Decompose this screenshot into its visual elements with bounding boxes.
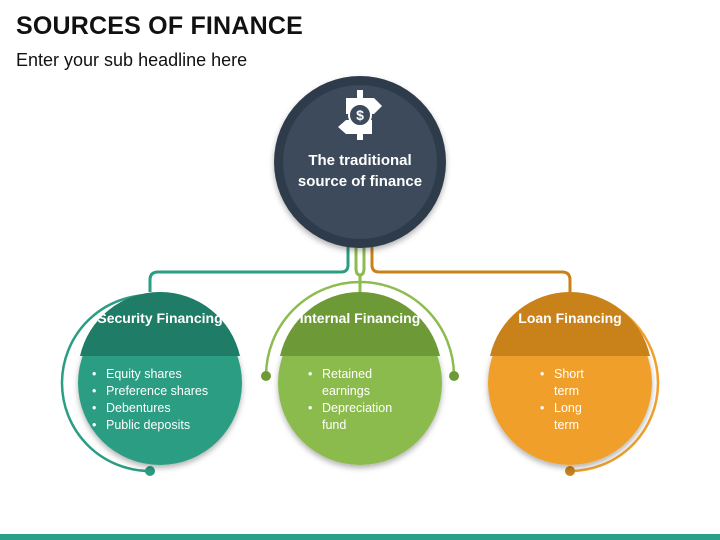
loan-header	[490, 291, 650, 356]
internal-header	[280, 292, 440, 356]
loan-list: Short term Long term	[540, 366, 588, 434]
security-title: Security Financing	[97, 310, 223, 326]
loan-arc-dot	[565, 466, 575, 476]
loan-title: Loan Financing	[518, 310, 622, 326]
list-item: Retained earnings	[308, 366, 408, 400]
list-item: Public deposits	[92, 417, 232, 434]
internal-arc-dot-left	[261, 371, 271, 381]
list-item: Preference shares	[92, 383, 232, 400]
svg-text:$: $	[356, 107, 364, 123]
connector-security	[148, 240, 350, 292]
center-circle	[283, 85, 437, 239]
internal-arc	[264, 280, 456, 377]
internal-list: Retained earnings Depreciation fund	[308, 366, 408, 434]
list-item: Debentures	[92, 400, 232, 417]
list-item: Depreciation fund	[308, 400, 408, 434]
internal-arc-dot-right	[449, 371, 459, 381]
security-header	[80, 292, 240, 356]
list-item: Short term	[540, 366, 588, 400]
security-arc	[60, 293, 151, 473]
list-item: Equity shares	[92, 366, 232, 383]
slide-subtitle: Enter your sub headline here	[16, 50, 248, 70]
security-arc-dot	[145, 466, 155, 476]
slide-title: SOURCES OF FINANCE	[16, 12, 303, 40]
connector-loan	[370, 240, 572, 292]
security-list: Equity shares Preference shares Debentur…	[92, 366, 232, 434]
internal-title: Internal Financing	[299, 310, 421, 326]
signpost-dollar-icon: $	[338, 90, 382, 140]
center-text: The traditional source of finance	[297, 152, 423, 190]
list-item: Long term	[540, 400, 588, 434]
bottom-accent-bar	[0, 534, 720, 540]
connector-internal-2	[359, 240, 366, 277]
connector-internal	[354, 240, 362, 296]
